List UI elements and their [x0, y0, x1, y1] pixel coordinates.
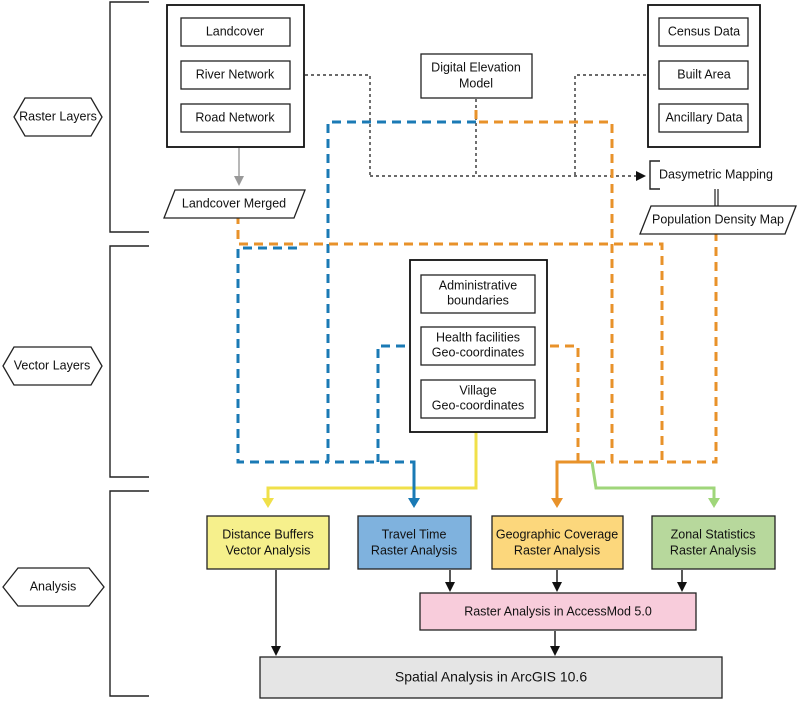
census-data-label: Census Data: [668, 24, 740, 38]
travel-time-line1: Travel Time: [382, 527, 447, 541]
accessmod-node: Raster Analysis in AccessMod 5.0: [419, 592, 697, 631]
population-density-label: Population Density Map: [652, 212, 784, 226]
blue-dashed-dem-path: [326, 120, 476, 464]
dasymetric-mapping-node: Dasymetric Mapping: [649, 160, 773, 190]
analysis-bracket: [109, 490, 149, 697]
dem-node: Digital Elevation Model: [420, 53, 533, 99]
census-to-dasymetric-connector: [574, 74, 646, 176]
ancillary-data-box: [658, 103, 749, 133]
orange-dashed-landcover-path: [236, 215, 664, 464]
admin-boundaries-box: [420, 274, 536, 314]
zonal-statistics-line2: Raster Analysis: [670, 543, 756, 557]
vector-bracket: [109, 245, 149, 478]
village-box: [420, 379, 536, 419]
arcgis-label: Spatial Analysis in ArcGIS 10.6: [395, 669, 587, 685]
landcover-merged-node: Landcover Merged: [163, 189, 306, 219]
section-raster-label: Raster Layers: [19, 109, 97, 123]
blue-arrow-to-travel-time: [408, 460, 420, 508]
distance-buffers-line1: Distance Buffers: [222, 527, 313, 541]
admin-boundaries-line2: boundaries: [447, 293, 509, 307]
vector-inputs-group: Administrative boundaries Health facilit…: [409, 259, 548, 433]
arcgis-node: Spatial Analysis in ArcGIS 10.6: [259, 656, 723, 699]
dem-label-line1: Digital Elevation: [431, 60, 521, 74]
zonal-statistics-line1: Zonal Statistics: [671, 527, 756, 541]
population-inputs-group: Census Data Built Area Ancillary Data: [647, 4, 761, 148]
health-facilities-line1: Health facilities: [436, 330, 520, 344]
travel-time-node: Travel Time Raster Analysis: [357, 515, 472, 570]
raster-inputs-group: Landcover River Network Road Network: [166, 4, 305, 148]
travel-time-line2: Raster Analysis: [371, 543, 457, 557]
road-network-box: [180, 103, 291, 133]
road-network-label: Road Network: [195, 110, 275, 124]
section-raster-layers: Raster Layers: [13, 97, 103, 137]
raster-bracket: [109, 1, 149, 233]
geographic-coverage-node: Geographic Coverage Raster Analysis: [491, 515, 624, 570]
river-network-box: [180, 60, 291, 90]
yellow-arrow-to-distance: [262, 486, 476, 508]
accessmod-label: Raster Analysis in AccessMod 5.0: [464, 604, 652, 618]
census-data-box: [658, 17, 749, 47]
geographic-coverage-line1: Geographic Coverage: [496, 527, 618, 541]
ancillary-data-label: Ancillary Data: [665, 110, 742, 124]
health-facilities-line2: Geo-coordinates: [432, 345, 524, 359]
orange-dashed-health-path: [535, 344, 580, 462]
green-arrow-to-zonal: [590, 461, 720, 508]
built-area-box: [658, 60, 749, 90]
zonal-statistics-node: Zonal Statistics Raster Analysis: [651, 515, 776, 570]
landcover-label: Landcover: [206, 24, 264, 38]
built-area-label: Built Area: [677, 67, 731, 81]
village-line2: Geo-coordinates: [432, 398, 524, 412]
dasymetric-mapping-label: Dasymetric Mapping: [659, 167, 773, 181]
blue-dashed-landcover-path: [236, 246, 328, 464]
river-network-label: River Network: [196, 67, 275, 81]
distance-buffers-line2: Vector Analysis: [226, 543, 311, 557]
section-vector-label: Vector Layers: [14, 358, 90, 372]
admin-boundaries-line1: Administrative: [439, 278, 518, 292]
orange-dashed-dem-path: [474, 110, 614, 464]
landcover-merged-label: Landcover Merged: [182, 196, 286, 210]
river-to-dasymetric-connector: [305, 74, 371, 176]
population-density-node: Population Density Map: [639, 205, 797, 235]
village-line1: Village: [459, 383, 496, 397]
dem-label-line2: Model: [459, 76, 493, 90]
geographic-coverage-line2: Raster Analysis: [514, 543, 600, 557]
dasymetric-to-population-link: [714, 189, 719, 206]
orange-arrow-to-coverage: [551, 460, 592, 508]
section-vector-layers: Vector Layers: [2, 346, 103, 386]
health-facilities-box: [420, 326, 536, 366]
landcover-box: [180, 17, 291, 47]
section-analysis: Analysis: [2, 567, 105, 607]
section-analysis-label: Analysis: [30, 579, 77, 593]
orange-dashed-population-path: [662, 232, 718, 464]
yellow-village-connector: [414, 432, 478, 490]
distance-buffers-node: Distance Buffers Vector Analysis: [206, 515, 330, 570]
